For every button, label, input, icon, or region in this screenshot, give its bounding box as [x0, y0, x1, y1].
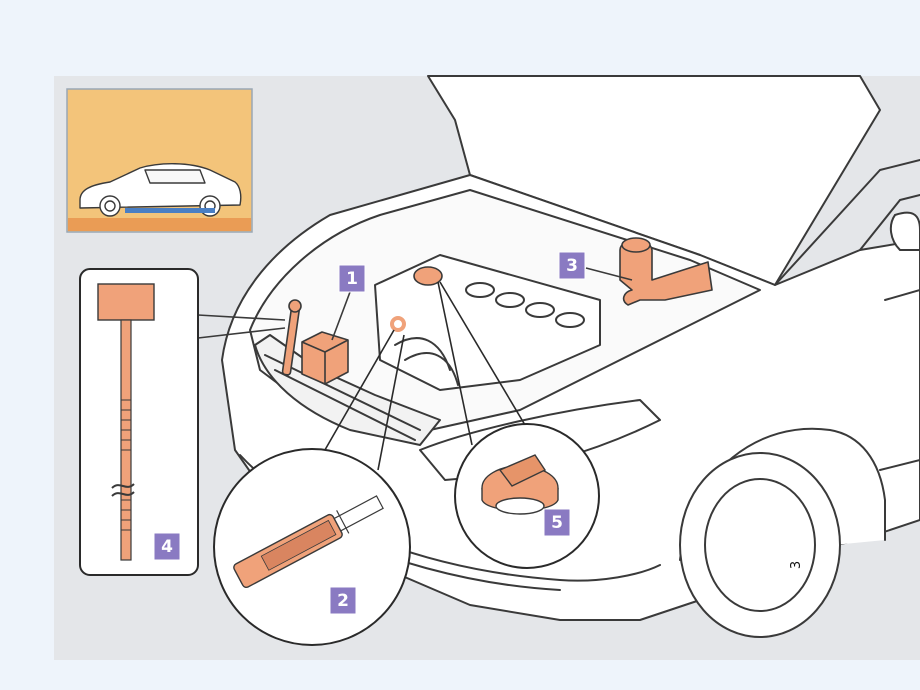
callout-label-1: 1	[346, 269, 358, 289]
engine-block	[374, 254, 601, 391]
page-number: 3	[789, 561, 804, 569]
callout-label-5: 5	[551, 513, 563, 533]
callout-label-3: 3	[566, 256, 578, 276]
callout-5: 5	[543, 508, 571, 537]
dipstick-inset-box	[79, 268, 199, 576]
break-mark-icon	[111, 483, 135, 497]
inset-oil-dipstick-2	[213, 329, 411, 646]
callout-label-4: 4	[161, 537, 173, 557]
callout-label-2: 2	[337, 591, 349, 611]
callout-3: 3	[558, 251, 586, 280]
callout-4: 4	[153, 532, 181, 561]
callout-leaders	[331, 267, 633, 341]
inset-dipstick-4	[79, 268, 286, 576]
callout-2: 2	[329, 586, 357, 615]
highlighted-parts	[281, 237, 713, 385]
callout-1: 1	[338, 264, 366, 293]
thumbnail	[66, 88, 253, 233]
oil-cap-part	[413, 266, 443, 286]
side-mirror	[889, 211, 920, 251]
